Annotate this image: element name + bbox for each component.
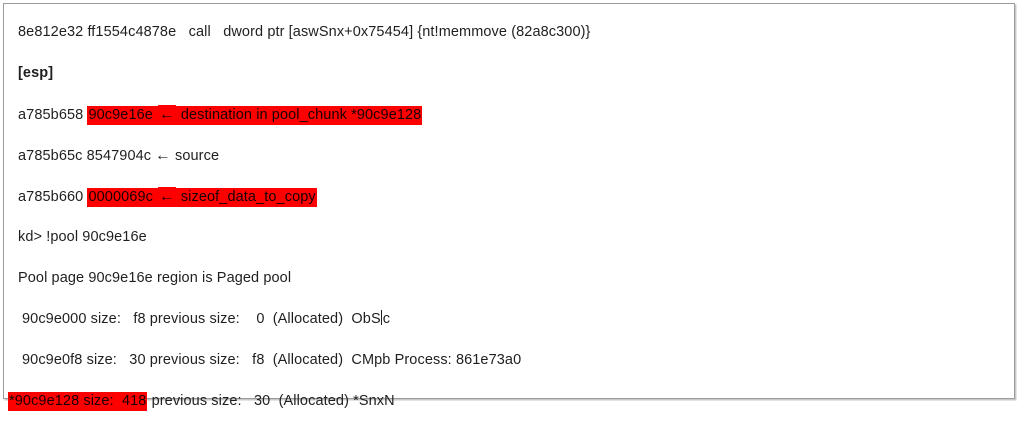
debugger-output-panel: 8e812e32 ff1554c4878e call dword ptr [as… [3, 3, 1015, 411]
console-line-pool-command: kd> !pool 90c9e16e [4, 217, 1014, 258]
text-run: Pool page 90c9e16e region is Paged pool [18, 270, 292, 286]
text-run: 8e812e32 ff1554c4878e call dword ptr [as… [18, 24, 591, 40]
text-caret [381, 310, 383, 325]
left-arrow-icon: ← [158, 187, 176, 207]
highlighted-text: destination in pool_chunk *90c9e128 [175, 106, 423, 125]
left-arrow-icon: ← [155, 147, 171, 164]
console-line-stack-size: a785b660 0000069c ← sizeof_data_to_copy [4, 176, 1014, 217]
console-line-call-instruction: 8e812e32 ff1554c4878e call dword ptr [as… [4, 12, 1014, 53]
highlighted-text: 0000069c [87, 188, 159, 207]
left-arrow-icon: ← [158, 105, 176, 125]
console-line-esp-label: [esp] [4, 53, 1014, 94]
text-run: 90c9e0f8 size: 30 previous size: f8 (All… [22, 352, 522, 368]
console-line-stack-source: a785b65c 8547904c ← source [4, 135, 1014, 176]
highlighted-text: *90c9e128 size: 418 [8, 392, 148, 411]
text-run: a785b65c 8547904c [18, 148, 156, 164]
text-run: 90c9e000 size: f8 previous size: 0 (Allo… [22, 311, 381, 327]
text-run: [esp] [18, 65, 54, 81]
console-line-pool-entry-snxn: *90c9e128 size: 418 previous size: 30 (A… [4, 381, 1014, 422]
text-run: previous size: 30 (Allocated) *SnxN [147, 393, 395, 409]
console-line-pool-entry-obsc: 90c9e000 size: f8 previous size: 0 (Allo… [4, 299, 1014, 340]
text-run: c [382, 311, 391, 327]
text-run: a785b660 [18, 189, 88, 205]
highlighted-text: sizeof_data_to_copy [175, 188, 317, 207]
highlighted-text: 90c9e16e [87, 106, 159, 125]
text-run: a785b658 [18, 107, 88, 123]
text-run: source [170, 148, 220, 164]
console-line-pool-entry-cmpb: 90c9e0f8 size: 30 previous size: f8 (All… [4, 340, 1014, 381]
console-line-pool-page-region: Pool page 90c9e16e region is Paged pool [4, 258, 1014, 299]
console-line-stack-destination: a785b658 90c9e16e ← destination in pool_… [4, 94, 1014, 135]
console-output: 8e812e32 ff1554c4878e call dword ptr [as… [4, 4, 1014, 411]
text-run: kd> !pool 90c9e16e [18, 229, 147, 245]
